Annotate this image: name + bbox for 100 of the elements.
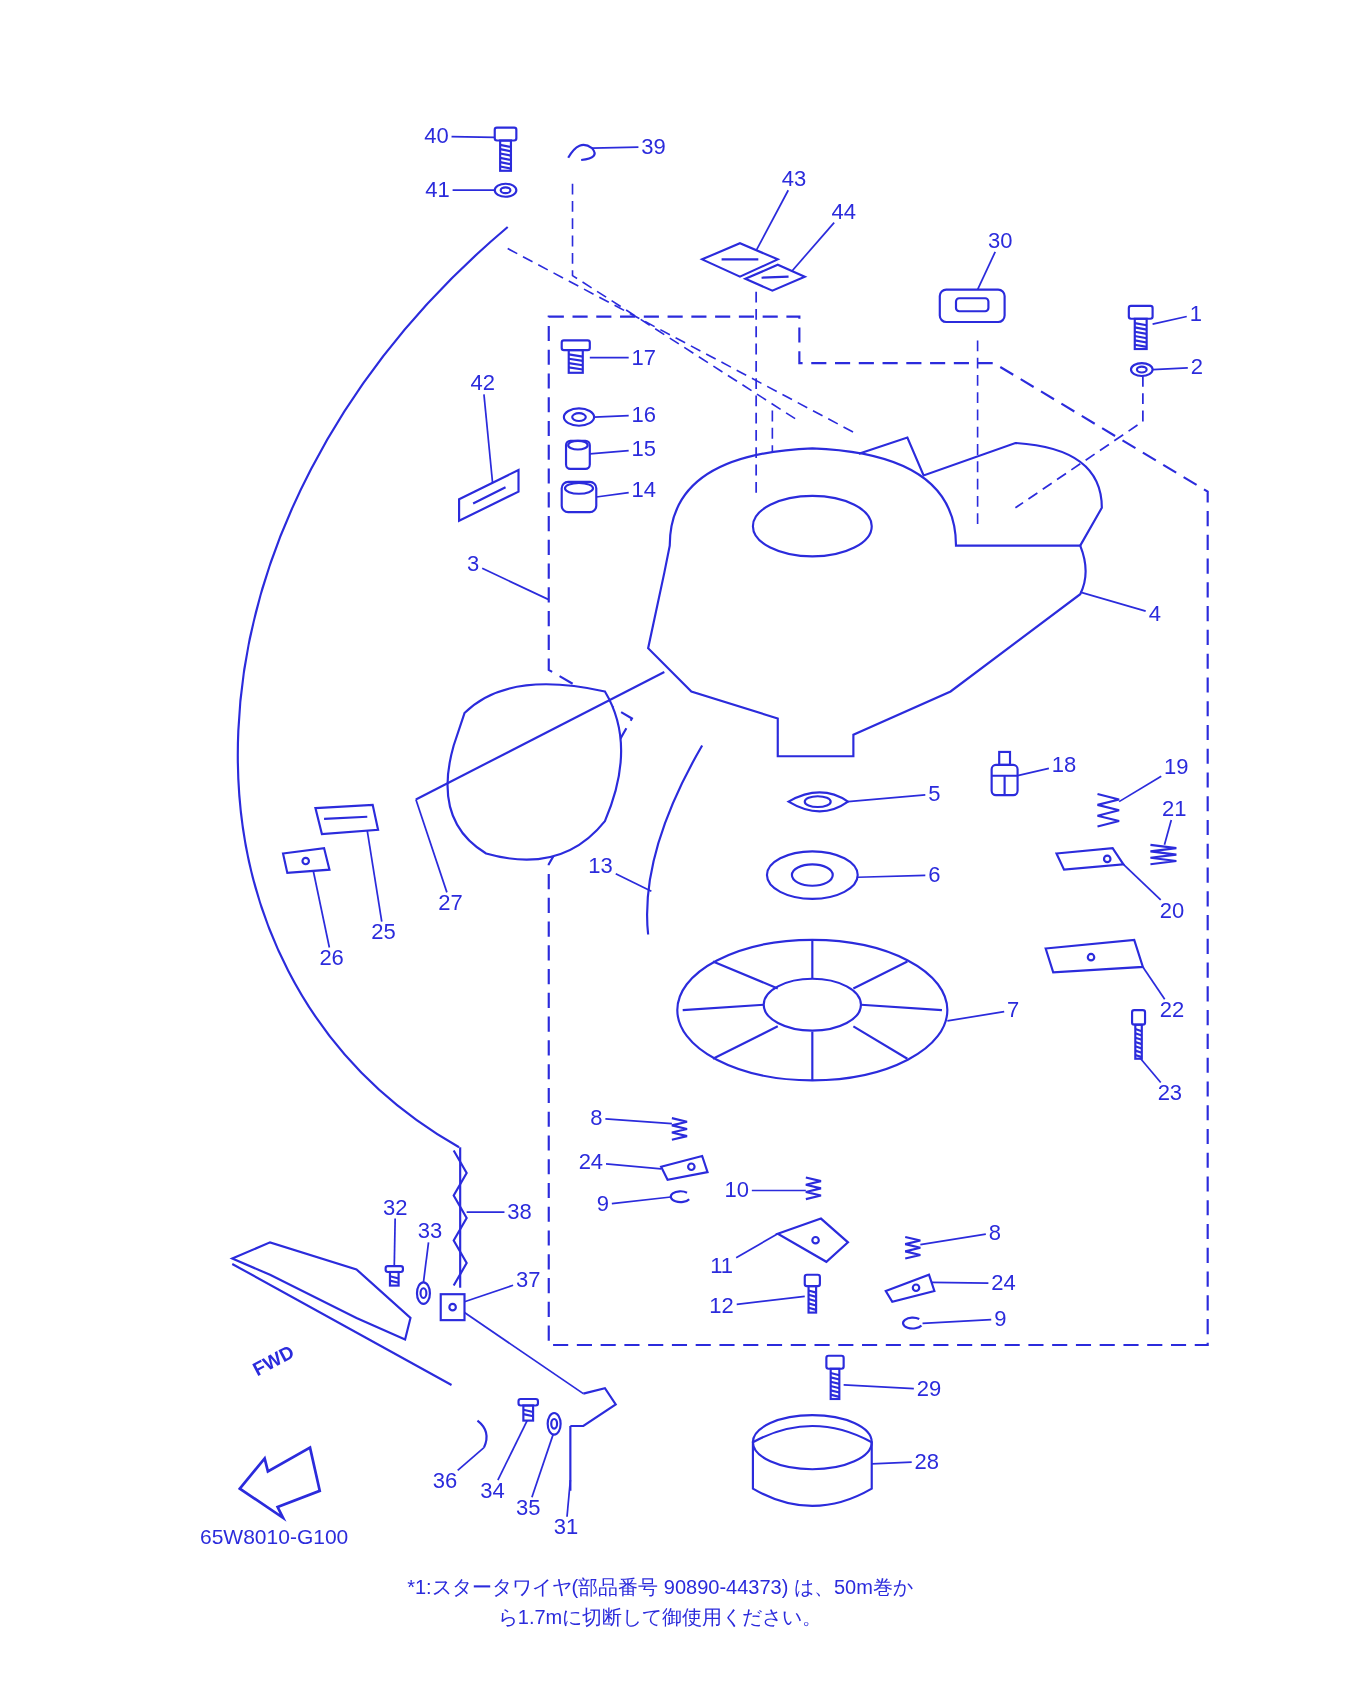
collar-drawing	[564, 439, 591, 470]
leader-line	[919, 1233, 987, 1246]
leader-line	[450, 135, 496, 139]
callout-number: 43	[779, 166, 809, 193]
leader-line	[465, 1211, 506, 1213]
bolt-drawing	[1127, 304, 1154, 351]
callout-number: 13	[586, 853, 615, 880]
callout-number: 10	[722, 1177, 751, 1204]
leader-line	[847, 793, 927, 803]
callout-number: 31	[551, 1514, 581, 1541]
drive-pawl-drawing	[884, 1273, 936, 1303]
callout-number: 5	[926, 780, 943, 807]
spiral-spring-case-drawing	[765, 850, 859, 900]
callout-number: 16	[629, 401, 659, 428]
leader-line	[531, 1433, 554, 1499]
callout-number: 20	[1157, 897, 1187, 924]
callout-number: 33	[415, 1218, 445, 1245]
leader-line	[1122, 863, 1162, 901]
callout-number: 37	[514, 1267, 543, 1294]
washer-drawing	[415, 1281, 431, 1305]
leader-line	[1118, 775, 1163, 803]
callout-number: 19	[1162, 753, 1191, 780]
drive-plate-drawing	[775, 1217, 850, 1264]
washer-drawing	[546, 1411, 562, 1436]
callout-number: 17	[629, 344, 659, 371]
leader-line	[483, 393, 494, 484]
spring-drawing	[1096, 793, 1121, 828]
bracket-drawing	[569, 1386, 618, 1492]
link-rod-line	[463, 1311, 585, 1395]
bolt-drawing	[493, 126, 518, 172]
callout-number: 35	[514, 1495, 543, 1521]
callout-number: 22	[1157, 997, 1187, 1023]
leader-line	[610, 1196, 672, 1205]
callout-number: 32	[381, 1194, 410, 1221]
pulley-cup-drawing	[751, 1414, 873, 1507]
plunger-drawing	[990, 750, 1019, 797]
spring-drawing	[670, 1117, 689, 1141]
leader-line	[588, 356, 630, 359]
bolt-drawing	[517, 1397, 540, 1422]
leader-line	[591, 146, 640, 149]
leader-line	[870, 1461, 913, 1465]
leader-line	[605, 1162, 662, 1170]
clamp-drawing	[439, 1293, 466, 1322]
grommet-drawing	[560, 480, 598, 514]
leader-line	[735, 1295, 806, 1306]
handle-clip-drawing	[281, 846, 331, 875]
wire-clip-drawing	[567, 143, 596, 162]
callout-number: 18	[1049, 751, 1079, 778]
callout-number: 24	[989, 1270, 1018, 1297]
leader-line	[921, 1318, 993, 1325]
leader-line	[593, 414, 630, 418]
callout-number: 14	[629, 477, 659, 504]
leader-line	[856, 874, 927, 879]
washer-drawing	[1129, 362, 1154, 378]
callout-number: 30	[986, 227, 1015, 254]
washer-drawing	[493, 182, 518, 198]
callout-number: 21	[1159, 796, 1189, 823]
leader-line	[976, 250, 997, 291]
callout-number: 40	[422, 123, 451, 150]
leader-line	[451, 189, 496, 192]
leader-line	[366, 829, 383, 923]
bolt-drawing	[384, 1265, 404, 1287]
callout-number: 12	[707, 1293, 736, 1319]
leader-line	[755, 189, 790, 252]
retainer-drawing	[787, 791, 850, 813]
drive-pawl-drawing	[659, 1154, 709, 1181]
circlip-drawing	[902, 1316, 923, 1330]
leader-line	[1151, 366, 1189, 371]
wire-clip-drawing	[476, 1419, 488, 1448]
callout-number: 9	[594, 1191, 611, 1218]
footnote: *1:スタータワイヤ(部品番号 90890-44373) は、50m巻から1.7mに切断して御使用ください。	[406, 1575, 914, 1630]
leader-line	[790, 221, 835, 273]
leader-line	[463, 1284, 514, 1303]
bracket-drawing	[1044, 938, 1145, 974]
leader-line	[312, 869, 331, 949]
leader-line	[735, 1232, 779, 1259]
label-plate-drawing	[744, 263, 808, 292]
leader-line	[1151, 315, 1188, 326]
callout-number: 11	[708, 1253, 735, 1279]
bolt-drawing	[803, 1273, 821, 1314]
leader-line	[393, 1217, 396, 1267]
direction-label: FWD	[249, 1341, 298, 1381]
leader-line	[415, 798, 448, 894]
callout-number: 1	[1187, 301, 1204, 328]
leader-line	[946, 1010, 1006, 1022]
leader-line	[930, 1281, 990, 1285]
leader-line	[1139, 1057, 1162, 1084]
callout-number: 7	[1005, 997, 1022, 1023]
callout-number: 41	[423, 177, 452, 204]
callout-number: 29	[914, 1376, 944, 1403]
spring-drawing	[904, 1235, 922, 1260]
handle-drawing	[314, 803, 380, 836]
leader-line	[566, 1479, 572, 1518]
leader-line	[842, 1384, 915, 1390]
cap-drawing	[938, 288, 1006, 324]
callout-number: 8	[986, 1219, 1003, 1246]
callout-number: 36	[430, 1468, 460, 1494]
leader-line	[1142, 966, 1166, 1001]
callout-number: 6	[926, 861, 943, 888]
leader-line	[750, 1189, 807, 1192]
